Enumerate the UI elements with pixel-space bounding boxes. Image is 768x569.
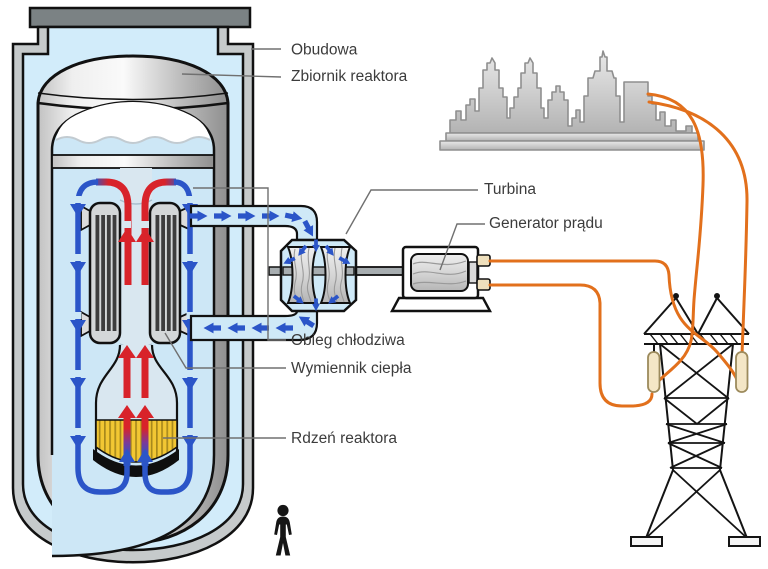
hx-left-slats — [95, 215, 117, 331]
tower-foot — [630, 536, 663, 547]
containment-wall — [11, 25, 255, 564]
hx-right-slats — [155, 215, 177, 331]
generator — [389, 245, 493, 313]
human-figure-icon — [274, 504, 292, 556]
leader-zbiornik — [181, 73, 282, 78]
coolant-pipes — [189, 204, 319, 342]
generator-terminal — [476, 254, 491, 267]
leader-turbina — [345, 189, 478, 235]
core-support-band — [51, 154, 215, 169]
label-containment: Obudowa — [291, 42, 358, 59]
coolant-flow-arrows — [70, 178, 198, 495]
label-turbine: Turbina — [484, 181, 536, 198]
core-bottom-plate — [93, 449, 179, 477]
generator-base — [389, 296, 493, 313]
water-surface-wave — [55, 136, 211, 144]
city-skyline — [439, 50, 705, 151]
power-lines — [488, 92, 749, 408]
generator-terminal — [476, 278, 491, 291]
heat-exchanger-right — [148, 201, 192, 345]
insulators — [647, 351, 749, 393]
diagram-labels: Obudowa Zbiornik reaktora Turbina Genera… — [291, 42, 603, 448]
turbine — [268, 238, 407, 313]
label-reactor-core: Rdzeń reaktora — [291, 430, 397, 447]
label-generator: Generator prądu — [489, 215, 603, 232]
leader-wymiennik — [164, 332, 286, 369]
label-heat-exchanger: Wymiennik ciepła — [291, 360, 412, 377]
containment-cap — [28, 6, 252, 29]
heat-exchanger-left — [75, 201, 122, 345]
leader-generator — [439, 223, 485, 271]
steam-space — [56, 102, 210, 143]
leader-lines — [163, 48, 485, 439]
leader-obieg — [193, 187, 286, 341]
label-coolant-loop: Obieg chłodziwa — [291, 332, 405, 349]
label-reactor-vessel: Zbiornik reaktora — [291, 68, 408, 85]
insulator-right — [735, 351, 749, 393]
tower-foot — [728, 536, 761, 547]
insulator-left — [647, 351, 661, 393]
generator-rotor — [410, 253, 469, 292]
turbine-shaft — [355, 266, 407, 276]
